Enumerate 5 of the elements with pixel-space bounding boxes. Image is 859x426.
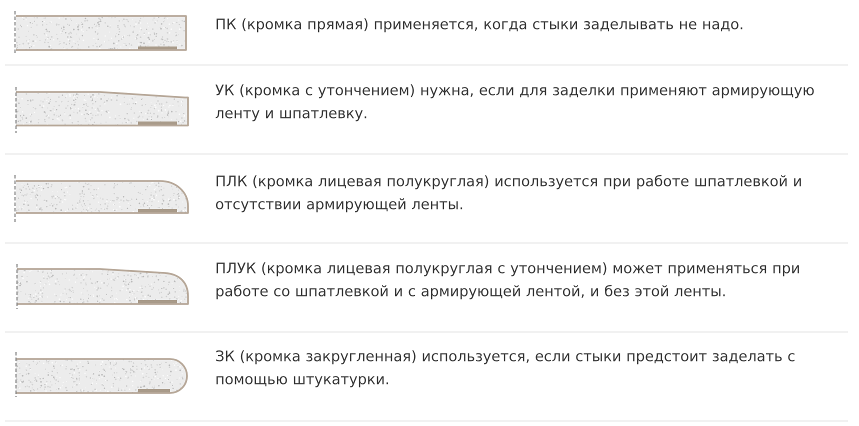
description-text: ПК (кромка прямая) применяется, когда стыки заделывать не надо.: [216, 18, 742, 32]
description-text: ЗК (кромка закругленная) используется, если стыки предстоит заделать с помощью штукатурки.: [216, 350, 794, 388]
description-text: ПЛК (кромка лицевая полукруглая) используется при работе шпатлевкой и отсутствии армирующей ленты.: [216, 174, 801, 212]
description-text: ПЛУК (кромка лицевая полукруглая с утончением) может применяться при работе со шпатлевкой и с армирующей лентой, и без этой ленты.: [216, 262, 799, 300]
description-text: УК (кромка с утончением) нужна, если для заделки применяют армирующую ленту и шпатлевку.: [215, 84, 814, 122]
